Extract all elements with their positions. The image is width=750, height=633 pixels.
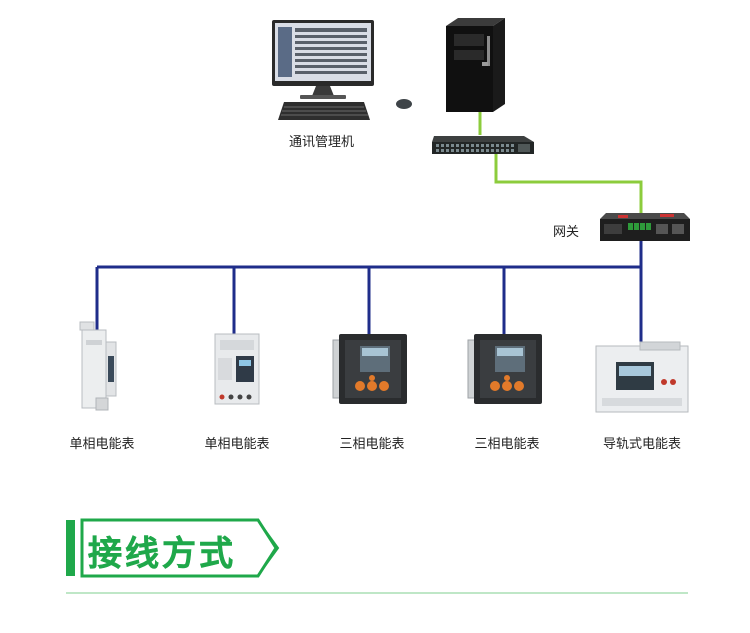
- gateway-label: 网关: [553, 225, 580, 240]
- three-phase-meter-1-icon: [332, 334, 407, 404]
- switch-to-gateway-link: [494, 152, 643, 213]
- computer-label: 通讯管理机: [289, 135, 355, 150]
- device-label-4: 三相电能表: [474, 437, 540, 452]
- rs485-bus: [95, 240, 643, 342]
- three-phase-meter-2-icon: [467, 334, 542, 404]
- single-phase-meter-2-icon: [214, 333, 260, 405]
- green-ethernet-links: [478, 112, 643, 213]
- single-phase-meter-1-icon: [79, 321, 117, 411]
- section-accent-bar: [66, 520, 75, 576]
- section-title: 接线方式: [88, 534, 236, 575]
- device-label-2: 单相电能表: [204, 437, 270, 452]
- din-rail-meter-icon: [595, 341, 689, 413]
- network-switch-icon: [432, 136, 534, 154]
- server-tower-icon: [446, 18, 505, 112]
- keyboard-icon: [278, 102, 370, 120]
- device-label-1: 单相电能表: [69, 437, 135, 452]
- device-label-5: 导轨式电能表: [602, 437, 682, 452]
- device-label-3: 三相电能表: [339, 437, 405, 452]
- mouse-icon: [396, 99, 412, 109]
- section-title-chevron: [261, 525, 280, 571]
- monitor-icon: [272, 20, 374, 99]
- gateway-device-icon: [600, 213, 690, 241]
